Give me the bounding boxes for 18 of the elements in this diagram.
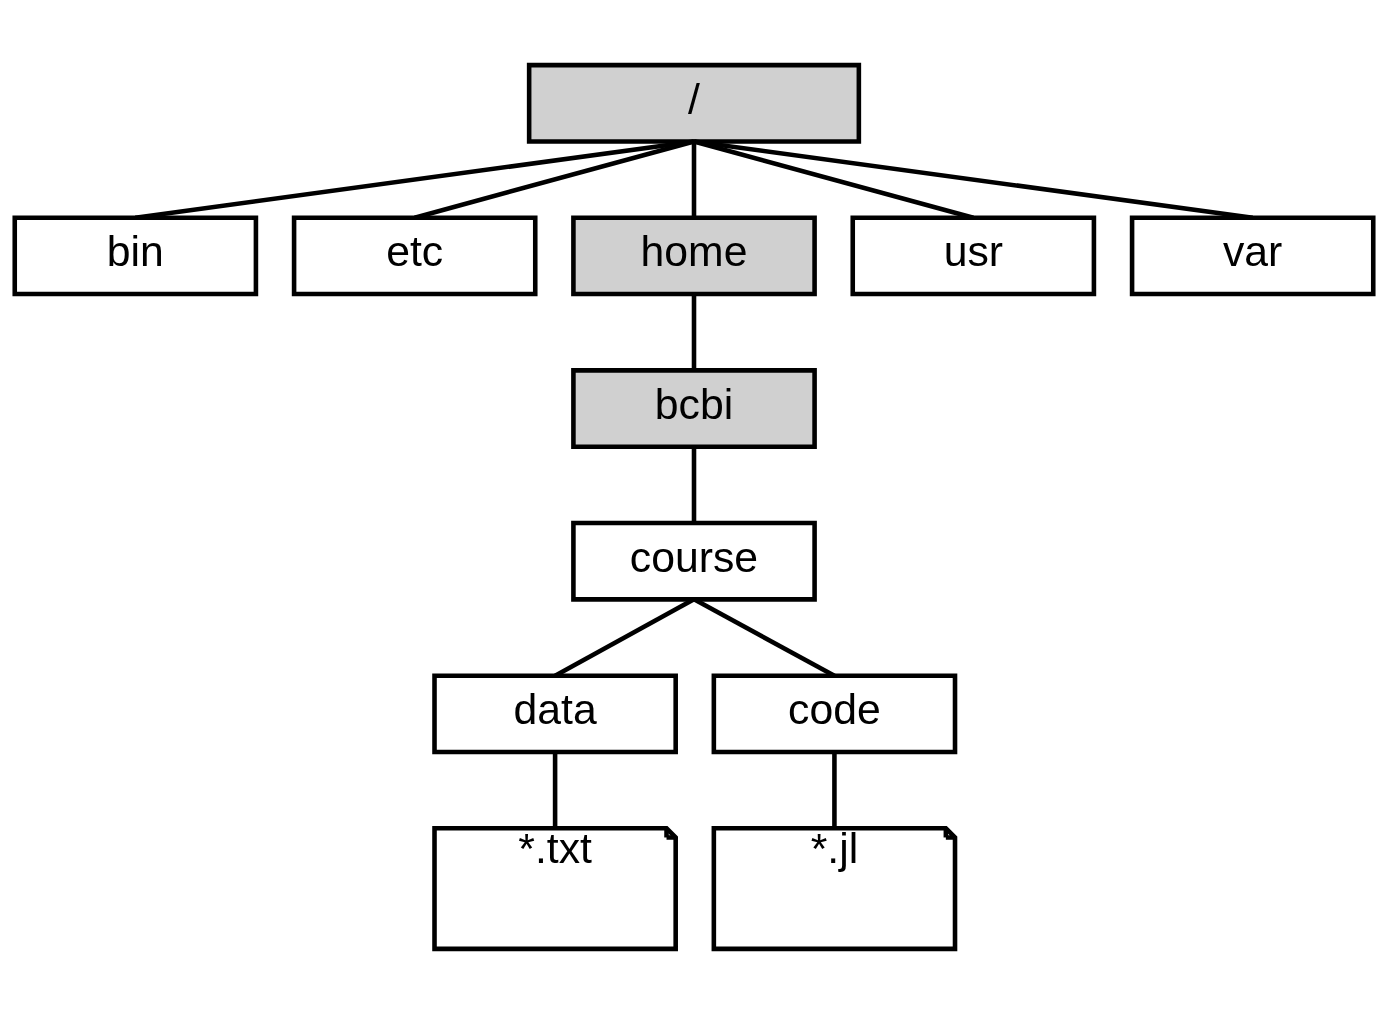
node-box: usr [850, 214, 1097, 296]
connector [691, 293, 697, 370]
node-box: data [432, 672, 678, 754]
node-box: etc [291, 214, 538, 296]
node-box: course [571, 520, 817, 602]
connector [693, 138, 1253, 220]
connector [693, 138, 974, 220]
node-box: code [711, 672, 958, 754]
connector [832, 751, 837, 828]
node-box: bin [12, 214, 259, 296]
connector [552, 751, 558, 828]
node-box: / [526, 62, 862, 144]
node-box: var [1129, 214, 1376, 296]
connector [414, 138, 695, 220]
connector [691, 446, 697, 523]
node-box: bcbi [571, 367, 817, 449]
node-box: home [571, 214, 817, 296]
connector [135, 138, 695, 220]
